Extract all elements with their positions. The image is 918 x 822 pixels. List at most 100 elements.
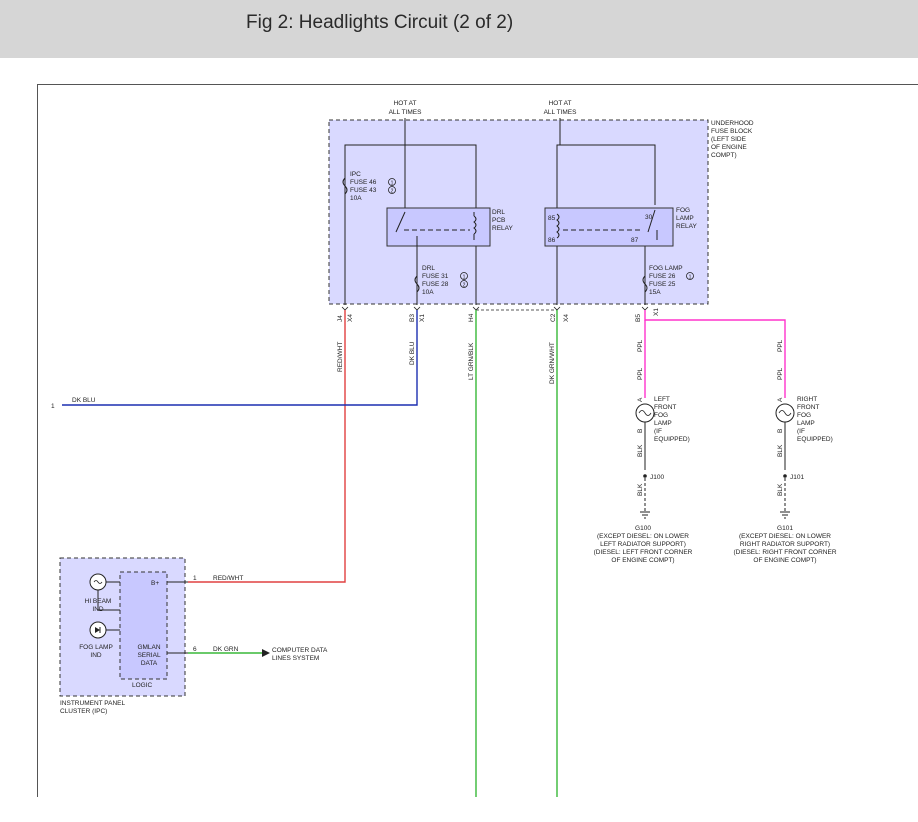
svg-text:FOG: FOG [654, 412, 668, 419]
svg-text:LAMP: LAMP [654, 420, 672, 427]
svg-text:X1: X1 [653, 308, 660, 316]
svg-text:B+: B+ [151, 580, 159, 587]
svg-text:2: 2 [463, 283, 466, 289]
drl-relay-label: DRL [492, 209, 505, 216]
svg-text:RED/WHT: RED/WHT [337, 342, 344, 372]
ground-icon [780, 511, 790, 519]
svg-text:FUSE 26: FUSE 26 [649, 273, 676, 280]
logic-label: LOGIC [132, 682, 153, 689]
svg-text:X4: X4 [347, 314, 354, 322]
svg-text:RIGHT RADIATOR SUPPORT): RIGHT RADIATOR SUPPORT) [740, 541, 830, 548]
svg-text:BLK: BLK [637, 483, 644, 496]
svg-text:EQUIPPED): EQUIPPED) [654, 436, 690, 443]
svg-text:B: B [777, 429, 784, 433]
svg-text:A: A [777, 397, 784, 402]
svg-text:ALL TIMES: ALL TIMES [389, 109, 423, 116]
svg-text:PCB: PCB [492, 217, 505, 224]
svg-text:LAMP: LAMP [676, 215, 694, 222]
splice-j100: J100 [650, 474, 664, 481]
svg-text:LINES SYSTEM: LINES SYSTEM [272, 655, 319, 662]
ppl-wire [644, 310, 786, 398]
svg-text:1: 1 [689, 275, 692, 281]
ipc-fuse-label: IPC [350, 171, 361, 178]
svg-text:1: 1 [391, 181, 394, 187]
svg-text:LAMP: LAMP [797, 420, 815, 427]
right-fog-lamp: A B RIGHT FRONT FOG LAMP (IF EQUIPPED) B… [733, 396, 836, 564]
ipc-name: INSTRUMENT PANEL [60, 700, 126, 707]
svg-text:(EXCEPT DIESEL: ON LOWER: (EXCEPT DIESEL: ON LOWER [739, 533, 831, 540]
svg-text:OF ENGINE COMPT): OF ENGINE COMPT) [611, 557, 674, 564]
fuse-symbols [342, 177, 648, 293]
connector-b5: B5 [635, 314, 642, 322]
svg-text:B: B [637, 429, 644, 433]
svg-text:FUSE 43: FUSE 43 [350, 187, 377, 194]
svg-text:ALL TIMES: ALL TIMES [544, 109, 578, 116]
svg-text:X4: X4 [563, 314, 570, 322]
drl-fuse-label: DRL [422, 265, 435, 272]
figure-title: Fig 2: Headlights Circuit (2 of 2) [246, 12, 514, 33]
svg-text:PPL: PPL [777, 367, 784, 380]
svg-text:EQUIPPED): EQUIPPED) [797, 436, 833, 443]
svg-text:15A: 15A [649, 289, 661, 296]
svg-text:30: 30 [645, 214, 653, 221]
svg-text:FUSE BLOCK: FUSE BLOCK [711, 128, 753, 135]
svg-text:1: 1 [193, 575, 197, 582]
arrow-icon [262, 649, 270, 657]
ipc-logic-box [119, 571, 168, 680]
left-input-wire: DK BLU [72, 397, 96, 404]
fog-relay-box [544, 207, 674, 247]
svg-text:LT GRN/BLK: LT GRN/BLK [468, 342, 475, 380]
right-fog-lamp-label: RIGHT [797, 396, 817, 403]
svg-text:DK GRN: DK GRN [213, 646, 239, 653]
svg-text:10A: 10A [350, 195, 362, 202]
data-lines-label: COMPUTER DATA [272, 647, 328, 654]
svg-text:10A: 10A [422, 289, 434, 296]
svg-text:85: 85 [548, 215, 556, 222]
svg-text:FRONT: FRONT [654, 404, 676, 411]
svg-text:RELAY: RELAY [492, 225, 513, 232]
svg-text:(IF: (IF [654, 428, 662, 435]
svg-text:2: 2 [391, 189, 394, 195]
diagram-frame [37, 84, 918, 797]
svg-text:IND: IND [90, 652, 102, 659]
svg-text:86: 86 [548, 237, 556, 244]
left-input-pin: 1 [51, 403, 55, 410]
hot-at-all-times-left: HOT AT [394, 100, 417, 107]
svg-text:DATA: DATA [141, 660, 158, 667]
hot-at-all-times-right: HOT AT [549, 100, 572, 107]
svg-text:FUSE 46: FUSE 46 [350, 179, 377, 186]
fuse-block-name: UNDERHOOD [711, 120, 754, 127]
svg-text:BLK: BLK [777, 444, 784, 457]
svg-text:87: 87 [631, 237, 639, 244]
svg-text:6: 6 [193, 646, 197, 653]
svg-text:CLUSTER (IPC): CLUSTER (IPC) [60, 708, 107, 715]
svg-text:PPL: PPL [637, 339, 644, 352]
svg-text:(DIESEL: LEFT FRONT CORNER: (DIESEL: LEFT FRONT CORNER [594, 549, 693, 556]
splice-j101: J101 [790, 474, 804, 481]
svg-text:COMPT): COMPT) [711, 152, 737, 159]
svg-text:(EXCEPT DIESEL: ON LOWER: (EXCEPT DIESEL: ON LOWER [597, 533, 689, 540]
svg-text:FRONT: FRONT [797, 404, 819, 411]
connector-j4: J4 [337, 315, 344, 322]
instrument-panel-cluster: HI BEAM IND FOG LAMP IND B+ GMLAN SERIAL… [59, 557, 328, 715]
svg-text:OF ENGINE: OF ENGINE [711, 144, 747, 151]
dk-blu-wire [62, 310, 418, 406]
red-wht-wire [188, 310, 346, 583]
svg-text:X1: X1 [419, 314, 426, 322]
left-fog-lamp-label: LEFT [654, 396, 670, 403]
svg-text:A: A [637, 397, 644, 402]
svg-text:PPL: PPL [777, 339, 784, 352]
svg-text:IND: IND [92, 606, 104, 613]
connector-c2: C2 [550, 313, 557, 322]
svg-text:FUSE 28: FUSE 28 [422, 281, 449, 288]
svg-text:RED/WHT: RED/WHT [213, 575, 243, 582]
connector-b3: B3 [409, 314, 416, 322]
svg-text:BLK: BLK [777, 483, 784, 496]
svg-text:OF ENGINE COMPT): OF ENGINE COMPT) [753, 557, 816, 564]
svg-text:DK BLU: DK BLU [409, 341, 416, 365]
ground-icon [640, 511, 650, 519]
svg-text:FOG: FOG [797, 412, 811, 419]
svg-text:FUSE 25: FUSE 25 [649, 281, 676, 288]
svg-text:BLK: BLK [637, 444, 644, 457]
